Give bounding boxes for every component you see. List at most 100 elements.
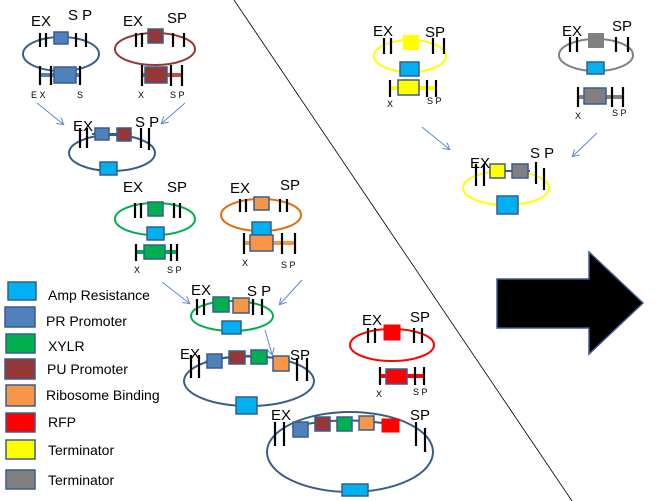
rbs-part: [253, 196, 270, 211]
pr-promoter-part: [206, 353, 223, 369]
xylr-part: [336, 416, 353, 432]
legend-swatch: [4, 306, 36, 328]
legend-item-amp-resistance: Amp Resistance: [7, 281, 150, 303]
plasmid-pu: EX SP X S P: [114, 10, 196, 100]
ex-label: EX: [271, 407, 291, 424]
pu-insert-part: [144, 66, 168, 84]
pr-promoter-part: [53, 31, 69, 45]
ex-label: EX: [373, 23, 393, 40]
sp-label: S P: [68, 7, 92, 24]
pu-promoter-part: [228, 350, 246, 365]
sp-label: SP: [280, 177, 300, 194]
legend-swatch: [5, 469, 36, 490]
sp-label: S P: [247, 283, 271, 300]
sp-label: SP: [410, 407, 430, 424]
terminator-yellow-insert-part: [397, 79, 420, 96]
sp-label: SP: [425, 24, 445, 41]
sp-label: SP: [167, 10, 187, 27]
terminator-yellow-part: [489, 163, 506, 179]
legend-label: Ribosome Binding: [46, 387, 160, 403]
divider-line: [233, 0, 573, 501]
legend-item-terminator-yellow: Terminator: [5, 439, 114, 460]
assembly-arrow: [161, 281, 189, 303]
assembly-arrow: [36, 102, 63, 124]
legend-label: Terminator: [48, 472, 114, 488]
legend-item-xylr: XYLR: [5, 333, 85, 354]
legend-swatch: [5, 384, 36, 407]
pu-promoter-part: [147, 28, 164, 44]
sp-site-label: S P: [281, 260, 296, 270]
sp-site-label: S P: [167, 265, 182, 275]
amp-resistance-part: [146, 226, 165, 241]
plasmid-terminator-gray: EX SP X S P: [558, 18, 634, 121]
amp-resistance-part: [341, 483, 369, 497]
plasmid-terminator-yellow: EX SP X S P: [373, 23, 447, 109]
sp-site-label: S P: [612, 108, 627, 118]
assembly-arrow: [264, 329, 272, 354]
x-site-label: X: [575, 111, 581, 121]
sp-label: SP: [167, 179, 187, 196]
terminator-gray-part: [511, 163, 529, 179]
legend-item-rfp: RFP: [5, 412, 76, 433]
sp-label: SP: [290, 347, 310, 364]
xylr-part: [250, 349, 268, 365]
legend-swatch: [5, 333, 36, 354]
assembly-arrow: [573, 132, 598, 156]
terminator-yellow-part: [403, 35, 419, 50]
legend-item-ribosome-binding: Ribosome Binding: [5, 384, 160, 407]
pr-insert-part: [53, 66, 77, 84]
sp-label: SP: [410, 309, 430, 326]
legend-label: PU Promoter: [47, 361, 128, 377]
legend-swatch: [7, 281, 37, 301]
amp-resistance-part: [496, 195, 519, 215]
x-site-label: X: [376, 389, 382, 399]
ex-label: EX: [31, 13, 51, 30]
ex-label: EX: [230, 180, 250, 197]
plasmid-double-terminator: EX S P: [462, 145, 554, 215]
x-site-label: X: [242, 258, 248, 268]
next-step-arrow-icon: [496, 250, 645, 356]
amp-resistance-part: [221, 320, 242, 335]
xylr-part: [147, 201, 164, 217]
rbs-insert-part: [249, 234, 274, 252]
legend-label: PR Promoter: [46, 313, 127, 329]
rfp-part: [383, 324, 401, 341]
rbs-part: [272, 355, 290, 372]
ex-label: EX: [191, 282, 211, 299]
ex-label: EX: [123, 13, 143, 30]
pr-promoter-part: [94, 127, 110, 141]
ex-label: EX: [470, 155, 490, 172]
pu-promoter-part: [116, 127, 132, 142]
sp-site-label: S P: [413, 387, 428, 397]
legend-label: RFP: [48, 414, 76, 430]
ex-label: EX: [362, 312, 382, 329]
ex-label: EX: [562, 23, 582, 40]
sp-label: S P: [530, 145, 554, 162]
plasmid-pr: EX S P E X S: [22, 7, 100, 100]
amp-resistance-part: [586, 61, 605, 75]
ex-label: EX: [73, 118, 93, 135]
rbs-part: [232, 297, 250, 314]
s-site-label: S: [77, 90, 83, 100]
plasmid-full-construct: EX SP: [266, 407, 434, 497]
sp-site-label: S P: [170, 90, 185, 100]
legend-swatch: [5, 412, 36, 433]
pr-promoter-part: [292, 421, 309, 438]
rfp-part: [381, 418, 400, 433]
plasmid-xylr-rbs: EX S P: [190, 282, 274, 335]
sp-label: SP: [612, 18, 632, 35]
xylr-part: [212, 296, 230, 313]
assembly-arrow: [421, 126, 449, 149]
legend-item-terminator-gray: Terminator: [5, 469, 114, 490]
legend-swatch: [5, 439, 36, 460]
plasmid-xylr: EX SP X S P: [114, 179, 196, 275]
legend-item-pr-promoter: PR Promoter: [4, 306, 127, 329]
ex-site-label: E X: [31, 90, 46, 100]
assembly-arrow: [280, 279, 303, 304]
legend-item-pu-promoter: PU Promoter: [4, 358, 128, 380]
legend-label: Terminator: [48, 442, 114, 458]
pu-promoter-part: [314, 416, 331, 432]
plasmid-pr-pu: EX S P: [68, 114, 159, 176]
terminator-gray-insert-part: [583, 87, 607, 105]
